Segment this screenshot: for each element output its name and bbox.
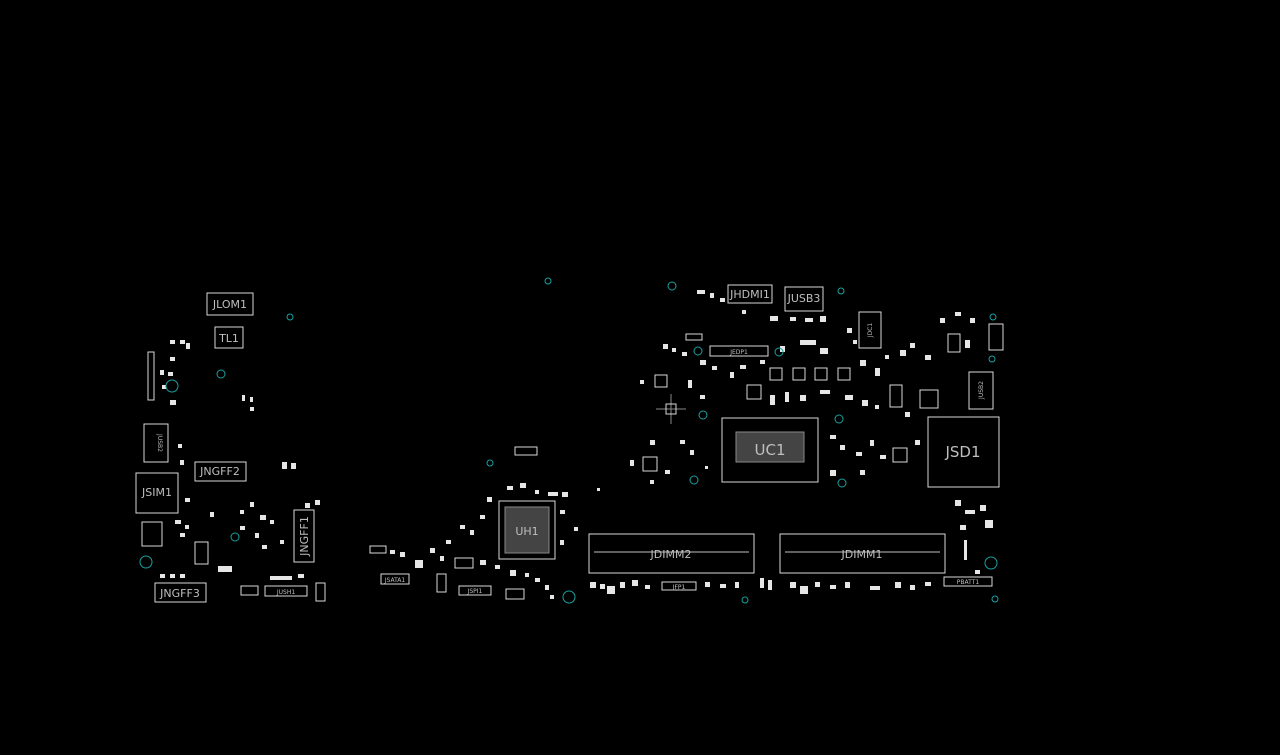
- component-jngff2[interactable]: JNGFF2: [194, 461, 247, 482]
- component-jdimm2[interactable]: JDIMM2: [588, 533, 755, 574]
- component-uh1-label: UH1: [515, 525, 538, 538]
- component-small-box[interactable]: [988, 323, 1004, 351]
- component-jsim1-label: JSIM1: [141, 486, 172, 499]
- component-jsim1[interactable]: JSIM1: [135, 472, 179, 514]
- component-side-connector[interactable]: [147, 351, 155, 401]
- right-vias: [667, 281, 999, 603]
- middle-board-section: UH1 JSATA1 JSPI1: [369, 277, 946, 604]
- component-jfp1-label: JFP1: [672, 584, 686, 591]
- component-jhdmi1-label: JHDMI1: [729, 288, 770, 301]
- component-jedp1-label: JEDP1: [729, 349, 748, 356]
- component-jdimm2-label: JDIMM2: [650, 548, 692, 561]
- component-jusb2-left[interactable]: JUSB2: [143, 423, 169, 463]
- right-small-ics: [642, 367, 939, 472]
- dimm-bottom-pads: JFP1: [590, 578, 931, 594]
- component-jsd1-label: JSD1: [944, 443, 980, 461]
- middle-vias: [486, 277, 576, 604]
- component-jngff1[interactable]: JNGFF1: [293, 509, 315, 563]
- component-jngff3[interactable]: JNGFF3: [154, 582, 207, 603]
- component-small-box[interactable]: [685, 333, 703, 341]
- component-jspi1[interactable]: JSPI1: [458, 585, 492, 596]
- component-jdc1[interactable]: JDC1: [858, 311, 882, 349]
- component-jdimm1-label: JDIMM1: [841, 548, 883, 561]
- component-jhp1[interactable]: [141, 521, 163, 547]
- dimm-vias: [689, 475, 749, 604]
- component-jush1[interactable]: JUSH1: [264, 585, 308, 597]
- component-small-box[interactable]: [194, 541, 209, 565]
- component-jusb2-left-label: JUSB2: [156, 433, 163, 452]
- component-uh1[interactable]: UH1: [498, 500, 556, 560]
- component-jdc1-label: JDC1: [867, 323, 874, 339]
- right-small-pads: [630, 290, 993, 574]
- crosshair-marker: [656, 394, 686, 424]
- component-jusb2-right-label: JUSB2: [978, 381, 985, 400]
- left-vias: [139, 313, 294, 569]
- component-jusb2-right[interactable]: JUSB2: [968, 371, 994, 410]
- right-board-section: JHDMI1 JUSB3 JEDP1 JDC1 UC1 JSD1: [630, 281, 1004, 603]
- component-small-box[interactable]: [505, 588, 525, 600]
- component-pbatt1[interactable]: PBATT1: [943, 576, 993, 587]
- component-jdimm1[interactable]: JDIMM1: [779, 533, 946, 574]
- component-small-box[interactable]: [240, 585, 259, 596]
- component-jsata1[interactable]: JSATA1: [380, 573, 410, 585]
- component-jsata1-label: JSATA1: [384, 577, 406, 584]
- component-small-box[interactable]: [436, 573, 447, 593]
- component-jsd1[interactable]: JSD1: [927, 416, 1000, 488]
- component-jusb3[interactable]: JUSB3: [784, 286, 824, 312]
- component-jspi1-label: JSPI1: [467, 588, 483, 595]
- component-jfp1[interactable]: [661, 581, 697, 591]
- component-tl1-label: TL1: [218, 332, 239, 345]
- middle-small-pads: [390, 483, 600, 599]
- component-jhdmi1[interactable]: JHDMI1: [727, 284, 773, 304]
- component-small-box[interactable]: [947, 333, 961, 353]
- component-jusb3-label: JUSB3: [787, 292, 821, 305]
- component-pbatt1-label: PBATT1: [957, 579, 980, 586]
- component-small-box[interactable]: [315, 582, 326, 602]
- component-jngff3-label: JNGFF3: [159, 587, 200, 600]
- component-uc1-label: UC1: [755, 441, 786, 459]
- component-jush1-label: JUSH1: [276, 589, 295, 596]
- component-jngff1-label: JNGFF1: [298, 516, 311, 557]
- component-jedp1[interactable]: JEDP1: [709, 345, 769, 357]
- component-jlom1[interactable]: JLOM1: [206, 292, 254, 316]
- component-small-box[interactable]: [369, 545, 387, 554]
- left-small-pads: [160, 340, 320, 580]
- component-uc1[interactable]: UC1: [721, 417, 819, 483]
- component-jlom1-label: JLOM1: [212, 298, 247, 311]
- component-small-box[interactable]: [514, 446, 538, 456]
- component-small-box[interactable]: [454, 557, 474, 569]
- component-tl1[interactable]: TL1: [214, 326, 244, 349]
- component-jngff2-label: JNGFF2: [199, 465, 240, 478]
- left-board-section: JLOM1 TL1 JUSB2 JNGFF2 JSIM1: [135, 292, 326, 603]
